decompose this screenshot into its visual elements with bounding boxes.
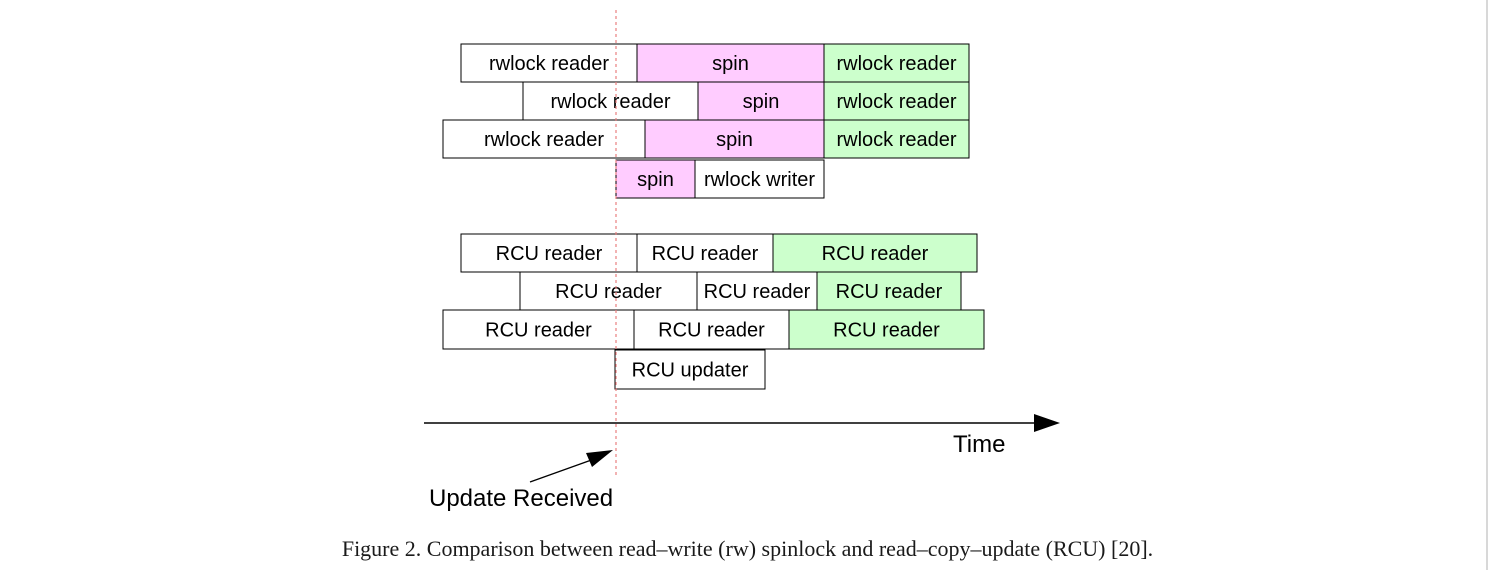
rwlock-row-4-block-2-label: rwlock writer <box>704 169 815 191</box>
rwlock-row-2-block-2-label: spin <box>743 91 780 113</box>
rwlock-row-1-block-1 <box>460 43 638 83</box>
rcu-row-1-block-3-label: RCU reader <box>822 243 929 265</box>
rcu-row-4-block-1-label: RCU updater <box>632 360 749 382</box>
rwlock-row-4-block-1-label: spin <box>637 169 674 191</box>
rwlock-row-2-block-1-label: rwlock reader <box>550 91 670 113</box>
rcu-row-3-block-3-label: RCU reader <box>833 320 940 342</box>
rcu-row-3-block-3 <box>788 309 985 350</box>
rwlock-row-1-block-3-label: rwlock reader <box>836 53 956 75</box>
page-edge-divider <box>1486 0 1488 570</box>
rcu-row-2-block-1-label: RCU reader <box>555 281 662 303</box>
rcu-row-1-block-1-label: RCU reader <box>496 243 603 265</box>
rwlock-row-2-block-1 <box>522 81 699 121</box>
rwlock-row-3-block-2 <box>644 119 825 159</box>
update-pointer-line <box>529 457 598 483</box>
rwlock-row-3-block-2-label: spin <box>716 129 753 151</box>
update-pointer-arrowhead-icon <box>586 450 613 467</box>
rcu-row-2-block-3 <box>816 271 962 311</box>
rwlock-row-2-block-3-label: rwlock reader <box>836 91 956 113</box>
rcu-row-3-block-1 <box>442 309 635 350</box>
rcu-row-2-block-2-label: RCU reader <box>704 281 811 303</box>
time-axis-arrowhead-icon <box>1034 414 1060 432</box>
rcu-row-2-block-3-label: RCU reader <box>836 281 943 303</box>
rcu-row-3-block-2 <box>633 309 790 350</box>
rwlock-row-1-block-2 <box>636 43 825 83</box>
rcu-row-3-block-1-label: RCU reader <box>485 320 592 342</box>
rwlock-row-3-block-1 <box>442 119 646 159</box>
rcu-row-1-block-1 <box>460 233 638 273</box>
rcu-row-1-block-2-label: RCU reader <box>652 243 759 265</box>
rwlock-row-3-block-3 <box>823 119 970 159</box>
rwlock-row-3-block-3-label: rwlock reader <box>836 129 956 151</box>
rwlock-row-1-block-2-label: spin <box>712 53 749 75</box>
rwlock-row-4-block-2 <box>694 159 825 199</box>
time-axis-label: Time <box>953 431 1005 458</box>
update-received-label: Update Received <box>429 485 613 512</box>
rwlock-row-4-block-1 <box>615 159 696 199</box>
rwlock-row-1-block-3 <box>823 43 970 83</box>
figure-caption: Figure 2. Comparison between read–write … <box>341 536 1154 561</box>
rwlock-section: rwlock reader spin rwlock reader rwlock rea… <box>442 43 970 199</box>
rwlock-row-1-block-1-label: rwlock reader <box>489 53 609 75</box>
rcu-row-1-block-3 <box>772 233 978 273</box>
rcu-row-4-block-1 <box>614 349 766 390</box>
rcu-row-2-block-2 <box>696 271 818 311</box>
rwlock-row-2-block-3 <box>823 81 970 121</box>
rcu-row-3-block-2-label: RCU reader <box>658 320 765 342</box>
rwlock-row-3-block-1-label: rwlock reader <box>484 129 604 151</box>
